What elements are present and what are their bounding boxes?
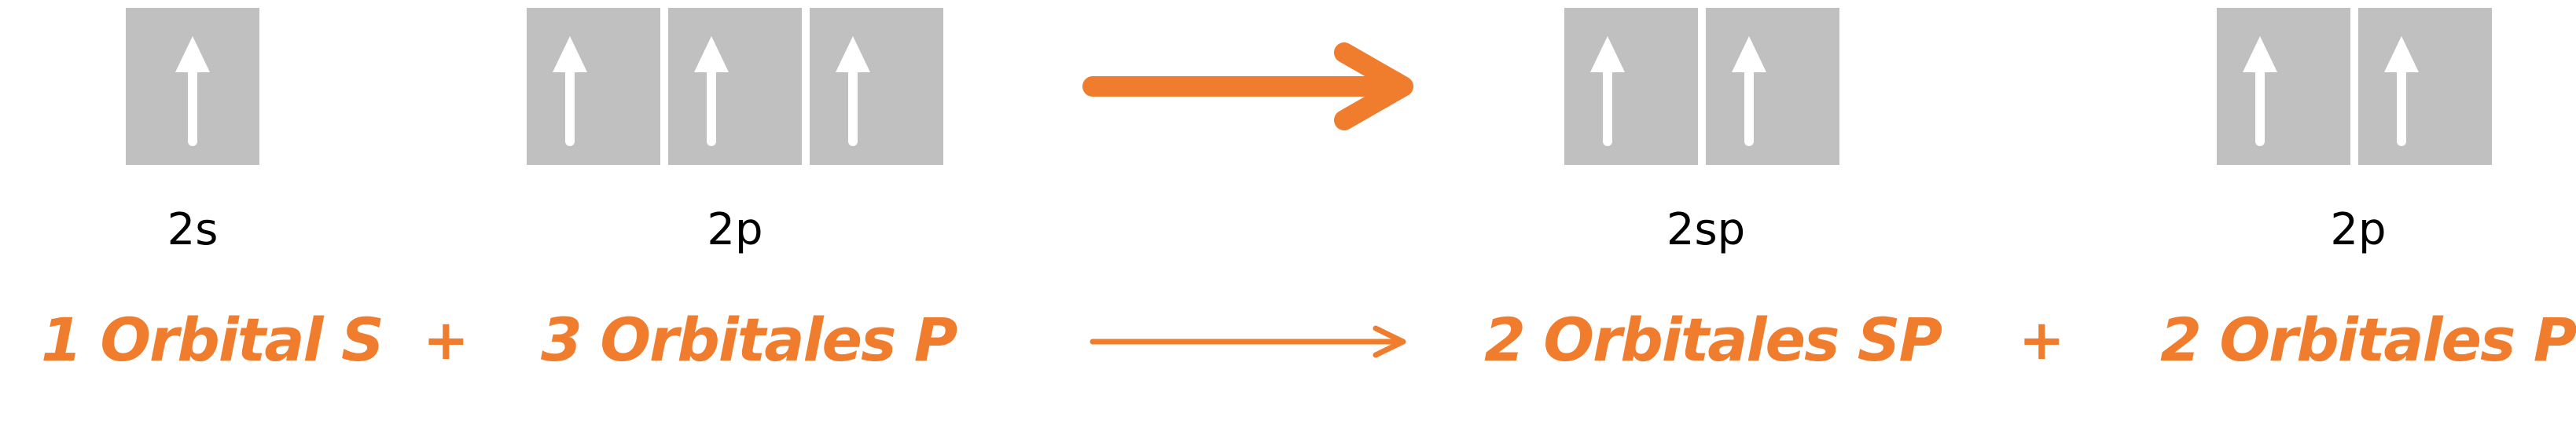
orbital-group-2s (126, 8, 259, 165)
orbital-box (527, 8, 660, 165)
electron-up-arrow-icon (1590, 36, 1625, 146)
reaction-arrow-large-icon (1082, 42, 1413, 130)
orbital-box (810, 8, 943, 165)
electron-up-arrow-icon (836, 36, 870, 146)
orbital-box (126, 8, 259, 165)
electron-up-arrow-icon (2243, 36, 2277, 146)
orbital-box (1564, 8, 1698, 165)
orbital-box (1706, 8, 1839, 165)
orbital-box (668, 8, 802, 165)
count-label-sp: 2 Orbitales SP (1484, 305, 1942, 375)
orbital-group-2sp (1564, 8, 1839, 165)
plus-sign-right: + (2019, 308, 2065, 372)
electron-up-arrow-icon (694, 36, 729, 146)
level-label-2sp: 2sp (1666, 204, 1746, 255)
orbital-box (2358, 8, 2492, 165)
reaction-arrow-small-icon (1090, 325, 1406, 358)
orbital-box (2217, 8, 2350, 165)
electron-up-arrow-icon (2384, 36, 2419, 146)
count-label-p-left: 3 Orbitales P (541, 305, 957, 375)
level-label-2p-left: 2p (707, 204, 763, 255)
count-label-p-right: 2 Orbitales P (2160, 305, 2576, 375)
level-label-2p-right: 2p (2330, 204, 2387, 255)
level-label-2s: 2s (167, 204, 219, 255)
electron-up-arrow-icon (1732, 36, 1766, 146)
count-label-s: 1 Orbital S (41, 305, 384, 375)
electron-up-arrow-icon (175, 36, 210, 146)
plus-sign-left: + (423, 308, 469, 372)
orbital-group-2p-left (527, 8, 943, 165)
orbital-group-2p-right (2217, 8, 2492, 165)
electron-up-arrow-icon (553, 36, 587, 146)
